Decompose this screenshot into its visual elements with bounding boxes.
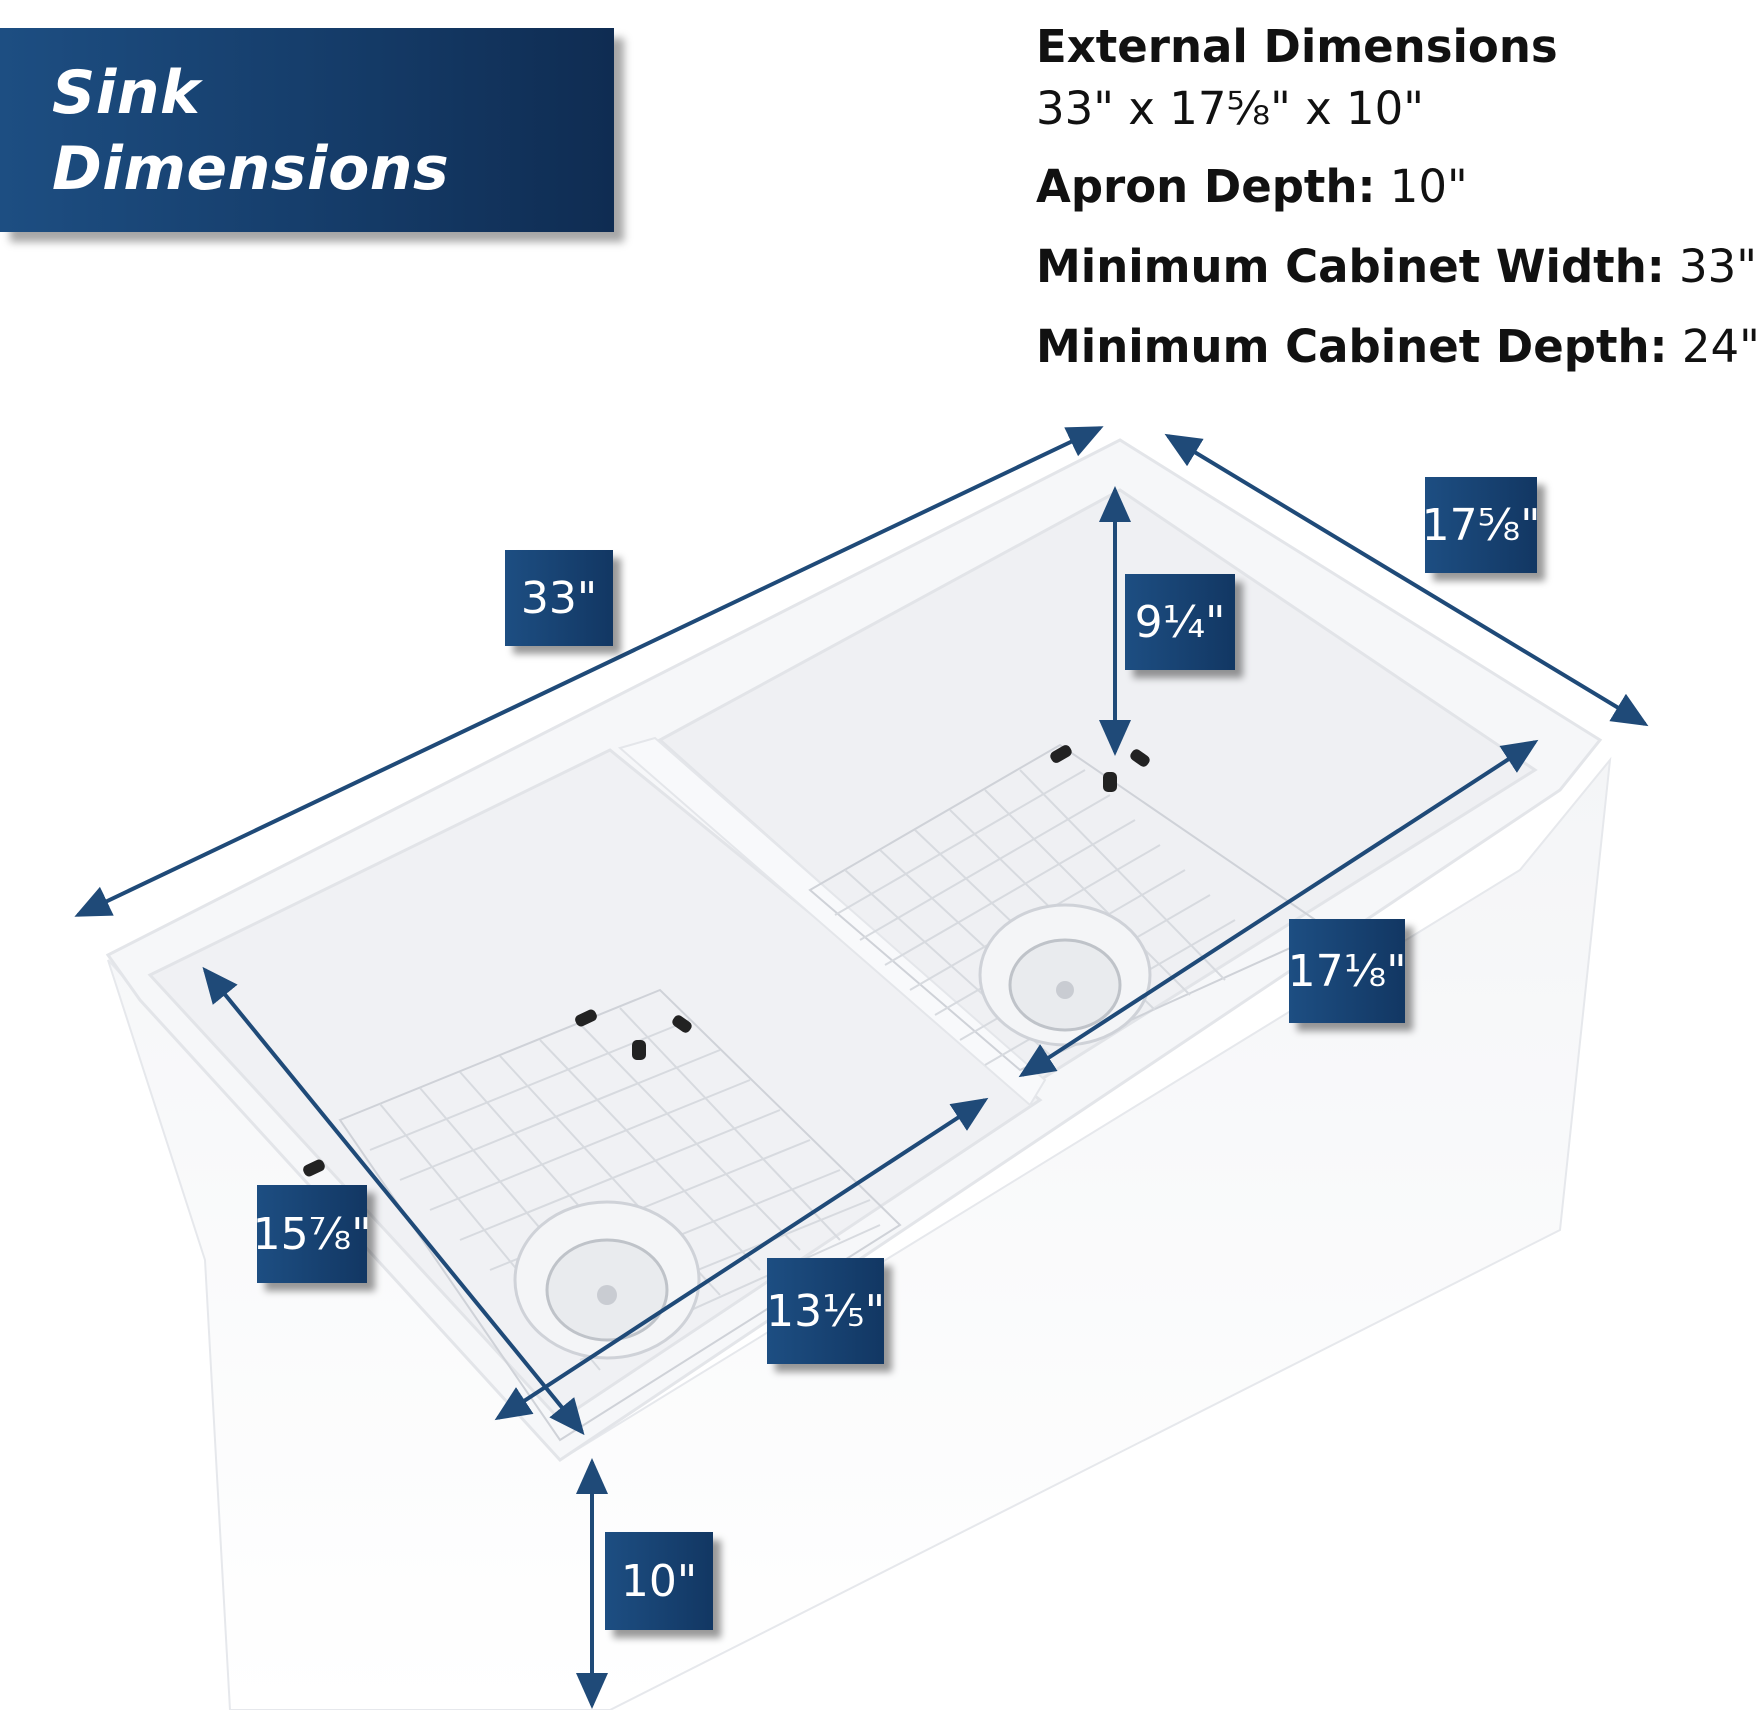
- spec-external-dimensions: External Dimensions: [1036, 20, 1558, 73]
- spec-label: Minimum Cabinet Depth:: [1036, 320, 1668, 373]
- spec-external-dimensions-value: 33" x 17⅝" x 10": [1036, 82, 1424, 135]
- spec-label: Minimum Cabinet Width:: [1036, 240, 1665, 293]
- dimension-arrows: [74, 426, 1649, 1709]
- spec-min-cabinet-depth: Minimum Cabinet Depth: 24": [1036, 320, 1760, 373]
- tag-overall-width: 33": [505, 550, 613, 646]
- spec-apron-depth: Apron Depth: 10": [1036, 160, 1468, 213]
- right-drain: [978, 903, 1152, 1047]
- sink-diagram: [74, 426, 1649, 1710]
- tag-apron-height: 10": [605, 1532, 713, 1630]
- tag-right-bowl-length: 17¹⁄₈": [1288, 919, 1406, 1023]
- tag-overall-depth: 17⁵⁄₈": [1422, 477, 1540, 573]
- sink-body: [105, 438, 1612, 1710]
- spec-value: 33": [1664, 240, 1757, 293]
- arrow-overall-depth: [1164, 433, 1649, 727]
- banner-title-line1: Sink: [52, 58, 201, 128]
- spec-value: 33" x 17⅝" x 10": [1036, 82, 1424, 135]
- arrow-right-bowl-length: [1018, 739, 1539, 1078]
- title-banner: Sink Dimensions: [0, 28, 614, 232]
- spec-label: External Dimensions: [1036, 20, 1558, 73]
- tag-left-bowl-length: 15⁷⁄₈": [253, 1185, 371, 1283]
- tag-left-bowl-width: 13¹⁄₅": [766, 1258, 885, 1364]
- spec-label: Apron Depth:: [1036, 160, 1376, 213]
- arrow-left-bowl-width: [494, 1097, 989, 1421]
- left-drain: [513, 1200, 701, 1360]
- banner-title-line2: Dimensions: [52, 134, 450, 204]
- arrow-overall-width: [74, 426, 1104, 917]
- spec-value: 10": [1375, 160, 1468, 213]
- tag-bowl-depth: 9¹⁄₄": [1125, 574, 1235, 670]
- spec-value: 24": [1667, 320, 1760, 373]
- spec-min-cabinet-width: Minimum Cabinet Width: 33": [1036, 240, 1757, 293]
